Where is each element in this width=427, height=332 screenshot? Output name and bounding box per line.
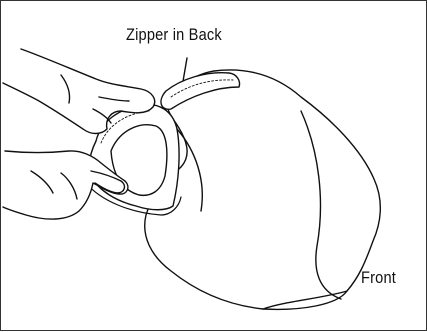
bag-body-outline — [145, 70, 381, 309]
front-label: Front — [361, 269, 396, 286]
zipper-in-back-label: Zipper in Back — [126, 26, 222, 43]
